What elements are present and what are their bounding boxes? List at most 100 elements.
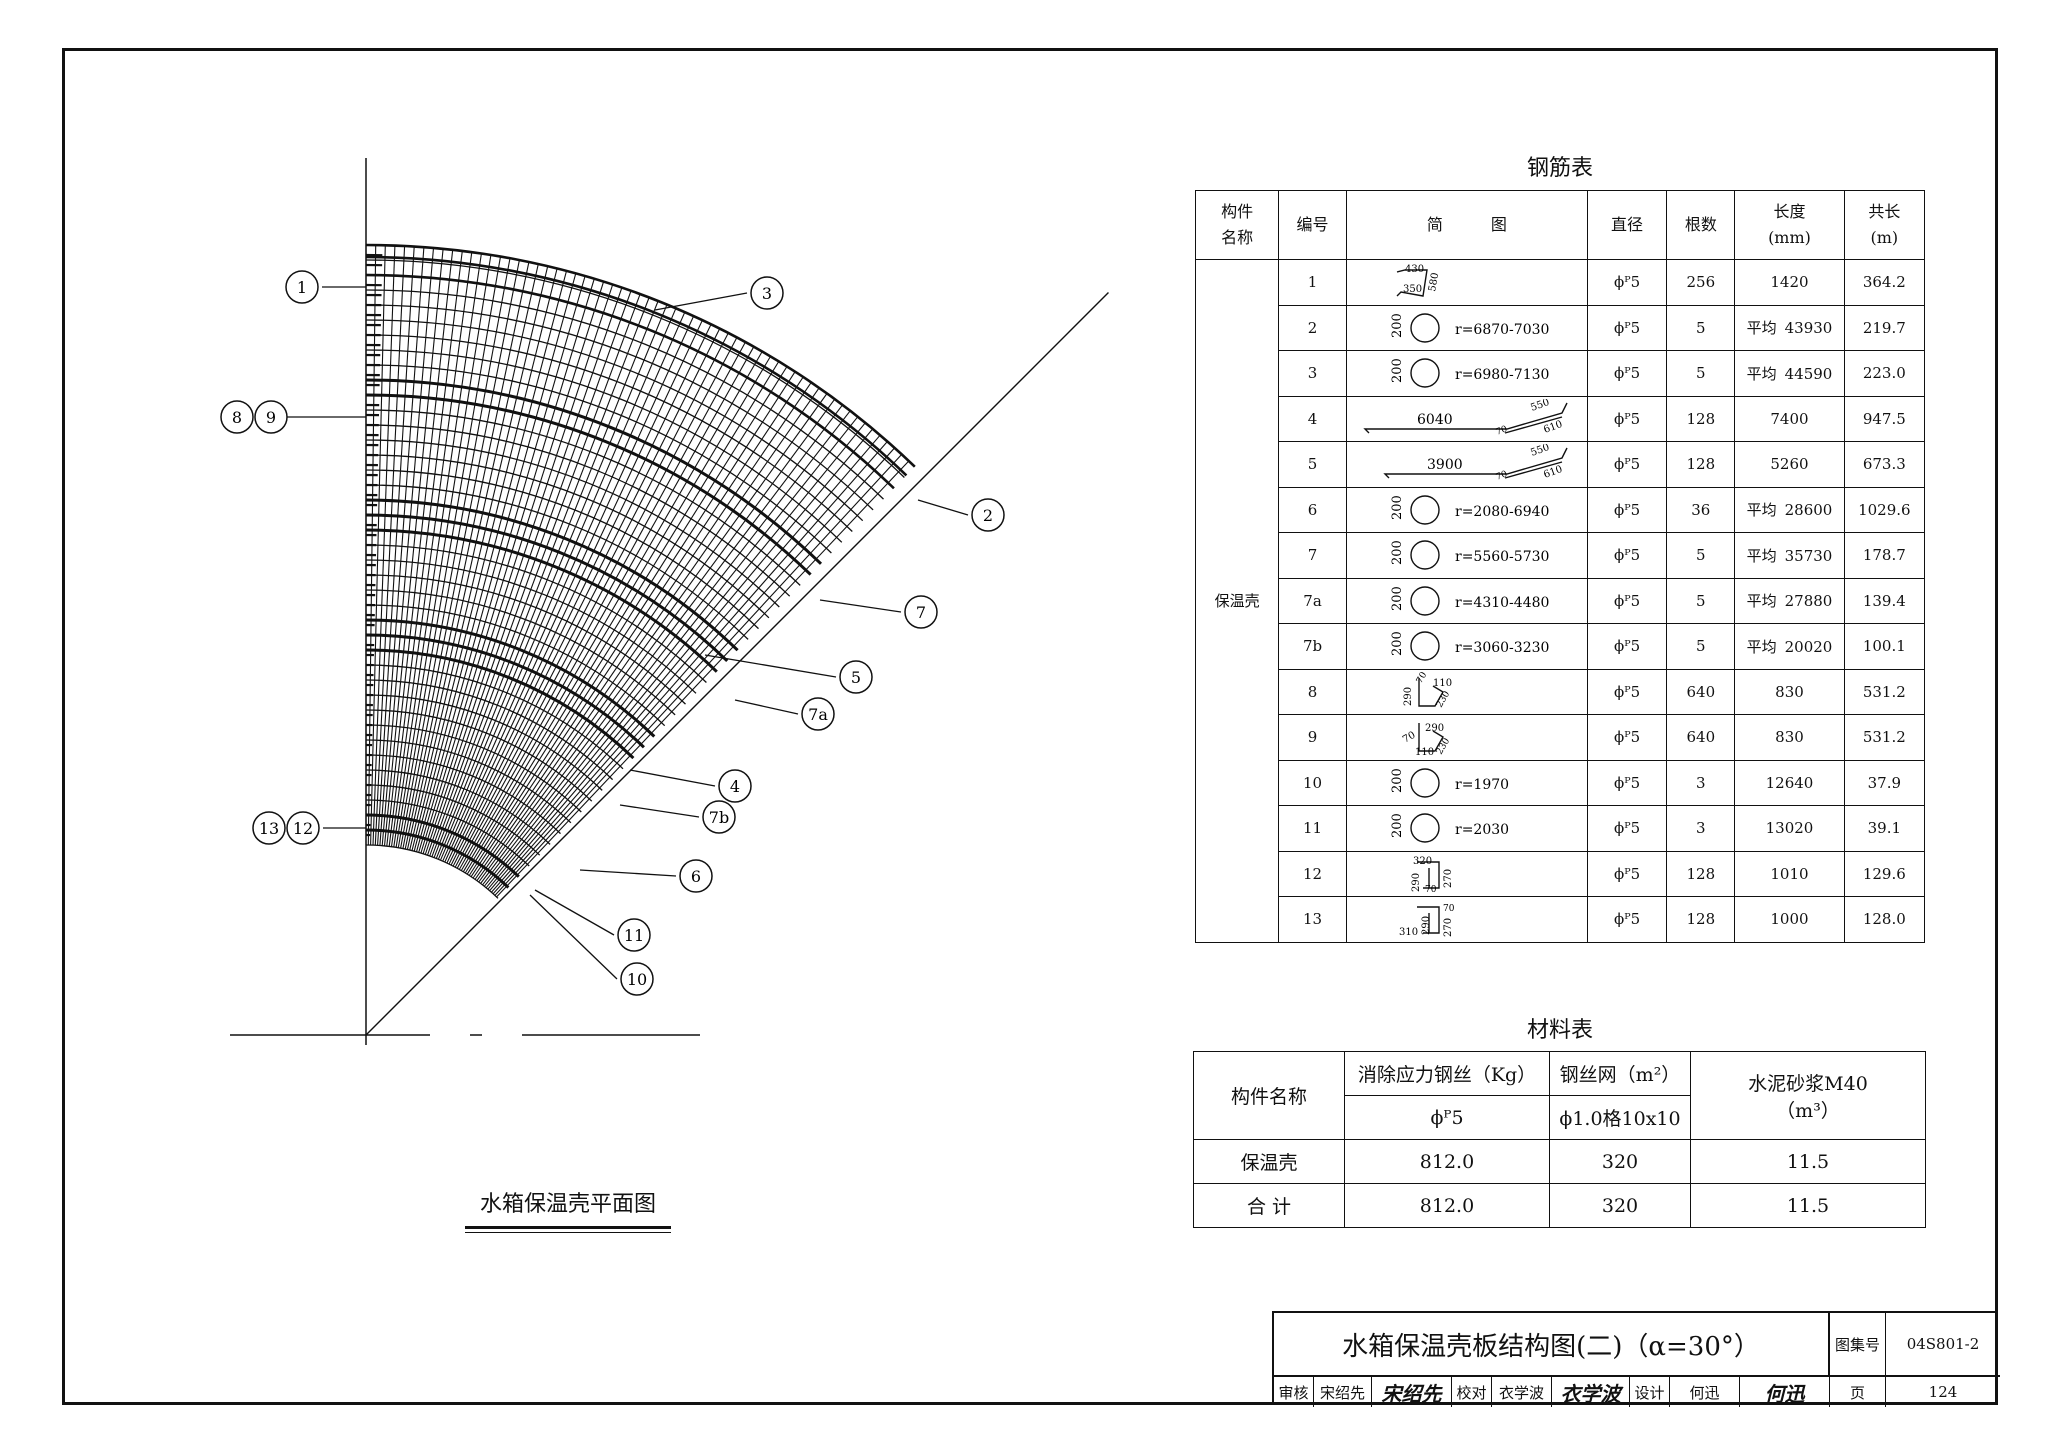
title-block: 水箱保温壳板结构图(二)（α=30°） 图集号 04S801-2 审核 宋绍先 …: [1272, 1311, 2000, 1407]
rebar-mesh: [230, 158, 1109, 1045]
bent-bar-shape: [1396, 269, 1428, 298]
dim-label: 230: [1435, 737, 1452, 757]
radial-bar: [386, 249, 454, 847]
rebar-diameter: ϕᴾ5: [1586, 896, 1668, 943]
radial-bar: [397, 256, 502, 848]
radial-bar: [406, 263, 539, 850]
callout-circle: [679, 859, 713, 893]
clip-shape: [1416, 906, 1440, 934]
radial-bar: [480, 404, 843, 884]
atlas-number: 04S801-2: [1886, 1313, 2000, 1377]
rebar-length: 830: [1734, 668, 1845, 715]
rebar-diameter: ϕᴾ5: [1586, 441, 1668, 488]
length-value: 12640: [1765, 773, 1814, 792]
rebar-count: 128: [1666, 896, 1736, 943]
avg-label: 平均: [1746, 592, 1777, 611]
dim-label: 290: [1411, 873, 1422, 892]
rebar-total: 178.7: [1843, 532, 1926, 579]
boundary-line: [365, 292, 1109, 1036]
length-label: 6040: [1417, 412, 1453, 428]
radial-bar: [483, 416, 859, 887]
length-value: 28600: [1784, 501, 1833, 520]
callout-leader-line: [619, 804, 700, 818]
ring-shape: [1410, 495, 1440, 525]
dim-label: 270: [1443, 918, 1454, 937]
rebar-length: 7400: [1734, 395, 1845, 442]
radial-bar: [446, 319, 703, 864]
callout-circle: [839, 660, 873, 694]
radial-bar: [458, 346, 755, 870]
rebar-total: 531.2: [1843, 714, 1926, 761]
dim-label: 310: [1399, 927, 1418, 938]
radial-bar: [474, 387, 820, 880]
long-bar-shape: [1363, 402, 1568, 434]
callout-label: 7a: [808, 705, 828, 724]
radial-bar: [444, 315, 695, 863]
radial-bar: [435, 300, 659, 859]
clip-shape: [1416, 861, 1440, 889]
arc-bar: [365, 484, 749, 640]
length-value: 1420: [1770, 273, 1809, 292]
rebar-length: 1010: [1734, 850, 1845, 897]
rebar-diameter: ϕᴾ5: [1586, 532, 1668, 579]
length-value: 35730: [1784, 546, 1833, 565]
length-value: 20020: [1784, 637, 1833, 656]
length-value: 830: [1775, 728, 1804, 747]
radial-bar: [489, 434, 881, 892]
header-component: 构件 名称: [1194, 190, 1280, 260]
radius-label: r=5560-5730: [1455, 549, 1549, 565]
header-sketch: 简 图: [1345, 190, 1588, 260]
page-label: 页: [1830, 1377, 1886, 1407]
dim-label: 70: [1495, 424, 1509, 437]
callout-label: 12: [293, 819, 313, 838]
callout-circle: [801, 697, 835, 731]
arc-bar: [365, 498, 739, 652]
rebar-count: 128: [1666, 441, 1736, 488]
mat-header-mesh: 钢丝网（m²）: [1549, 1051, 1691, 1096]
checker-signature: 衣学波: [1552, 1377, 1630, 1407]
mat-header-mortar: 水泥砂浆M40 （m³）: [1690, 1051, 1926, 1140]
mat-mortar-unit: （m³）: [1776, 1099, 1840, 1122]
mat-header-wire: 消除应力钢丝（Kg）: [1344, 1051, 1550, 1096]
callout-circle: [286, 811, 320, 845]
callout-circle: [702, 800, 736, 834]
length-value: 7400: [1770, 409, 1809, 428]
rebar-total: 223.0: [1843, 350, 1926, 397]
material-table-title: 材料表: [1526, 1018, 1593, 1043]
length-value: 1000: [1770, 910, 1809, 929]
dim-label: 70: [1415, 672, 1430, 686]
review-label: 审核: [1274, 1377, 1314, 1407]
stirrup-shape: [1418, 723, 1444, 752]
callout-label: 6: [691, 867, 701, 886]
callout-circle: [617, 918, 651, 952]
length-value: 44590: [1784, 364, 1833, 383]
radial-bar: [400, 258, 511, 849]
rebar-count: 128: [1666, 850, 1736, 897]
radial-bar: [482, 410, 851, 886]
dim-label: 290: [1421, 916, 1432, 935]
radial-bar: [415, 273, 577, 852]
dim-label: 270: [1443, 869, 1454, 888]
designer-name: 何迅: [1670, 1377, 1740, 1407]
avg-label: 平均: [1746, 364, 1777, 383]
rebar-count: 128: [1666, 395, 1736, 442]
dim-label: 350: [1403, 284, 1422, 295]
arc-bar: [365, 604, 666, 727]
length-value: 13020: [1765, 819, 1814, 838]
callout-leader-line: [579, 869, 677, 877]
callout-circle: [220, 400, 254, 434]
radial-bar: [422, 281, 605, 854]
length-value: 830: [1775, 682, 1804, 701]
rebar-total: 128.0: [1843, 896, 1926, 943]
dim-label: 200: [1390, 313, 1405, 338]
checker-name: 衣学波: [1492, 1377, 1552, 1407]
